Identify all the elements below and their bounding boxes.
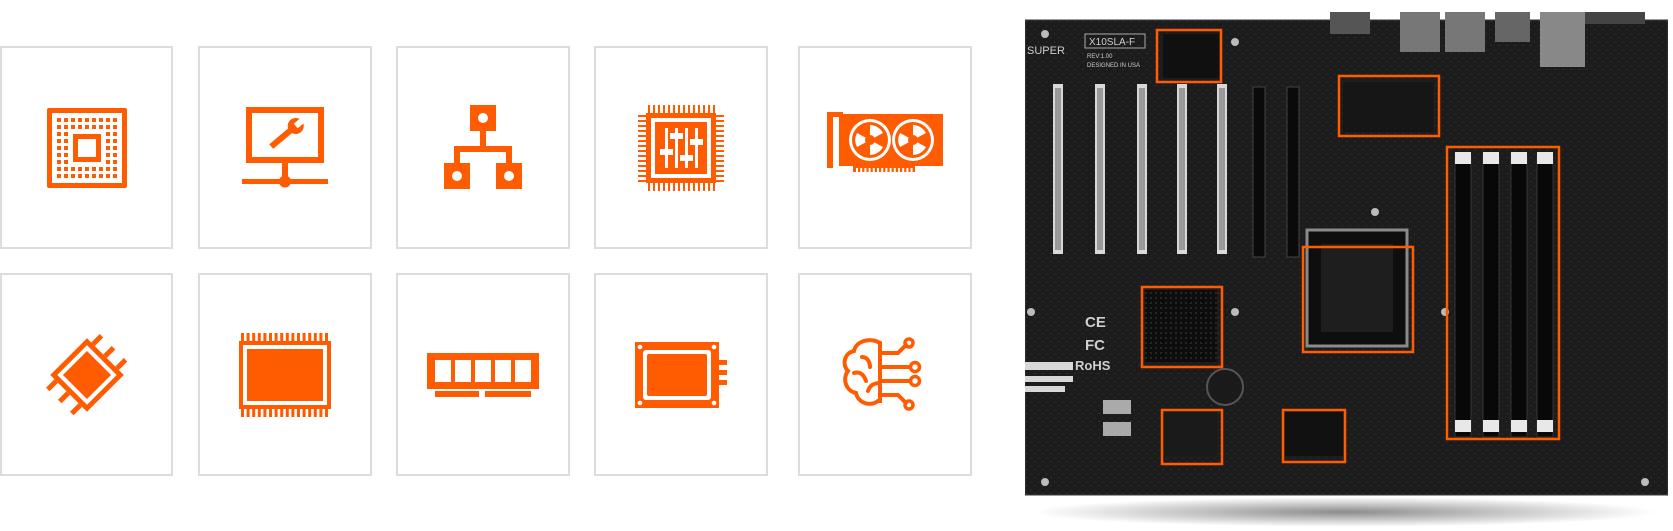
motherboard-image: SUPER X10SLA-F REV:1.00 DESIGNED IN USA … [1025, 12, 1668, 496]
cert-fcc: FC [1085, 337, 1105, 354]
tile-storage-drive[interactable] [594, 273, 768, 476]
tile-gpu-card[interactable] [798, 46, 972, 249]
tile-ai-brain[interactable] [798, 273, 972, 476]
tile-remote-management[interactable] [198, 46, 372, 249]
network-tree-icon [444, 104, 522, 189]
flat-chip-icon [239, 332, 331, 417]
ram-module-icon [427, 352, 539, 397]
tile-flash-chip[interactable] [198, 273, 372, 476]
tile-bios-settings[interactable] [594, 46, 768, 249]
board-brand: SUPER [1027, 45, 1065, 57]
tile-memory-module[interactable] [396, 273, 570, 476]
graphics-card-icon [827, 111, 943, 172]
ssd-icon [635, 341, 727, 408]
board-model: X10SLA-F [1089, 37, 1135, 48]
cpu-socket-icon [46, 107, 127, 188]
monitor-wrench-icon [242, 106, 328, 187]
rohs-mark: RoHS [1075, 358, 1111, 373]
tile-network-topology[interactable] [396, 46, 570, 249]
board-revision: REV:1.00 [1087, 54, 1113, 60]
cert-ce: CE [1085, 314, 1106, 331]
chip-sliders-icon [638, 104, 724, 191]
board-shadow [1030, 497, 1660, 527]
board-designed-in: DESIGNED IN USA [1087, 63, 1140, 69]
tile-cpu-socket[interactable] [0, 46, 173, 249]
tile-chipset[interactable] [0, 273, 173, 476]
chip-diamond-icon [45, 333, 127, 415]
brain-circuit-icon [842, 336, 922, 411]
